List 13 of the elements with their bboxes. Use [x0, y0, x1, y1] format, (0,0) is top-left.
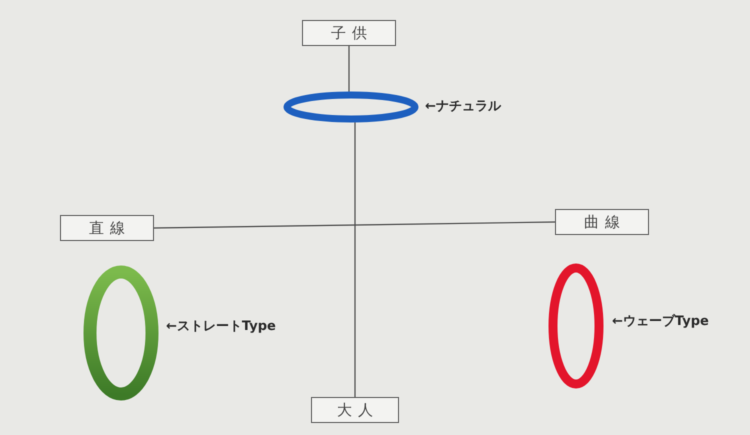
type-label: ←ナチュラル — [425, 99, 501, 115]
axis-label-box: 大人 — [311, 397, 399, 423]
axis-label-box: 子供 — [302, 20, 396, 46]
type-label: ←ストレートType — [166, 319, 276, 335]
axis-label-box: 曲線 — [555, 209, 649, 235]
oval-ring — [284, 92, 418, 122]
type-label: ←ウェーブType — [612, 314, 709, 330]
axis-line — [354, 122, 356, 397]
axis-label-box: 直線 — [60, 215, 154, 241]
axis-line — [154, 221, 555, 229]
oval-ring — [548, 264, 604, 388]
axis-line — [348, 46, 350, 92]
oval-ring — [84, 266, 158, 400]
